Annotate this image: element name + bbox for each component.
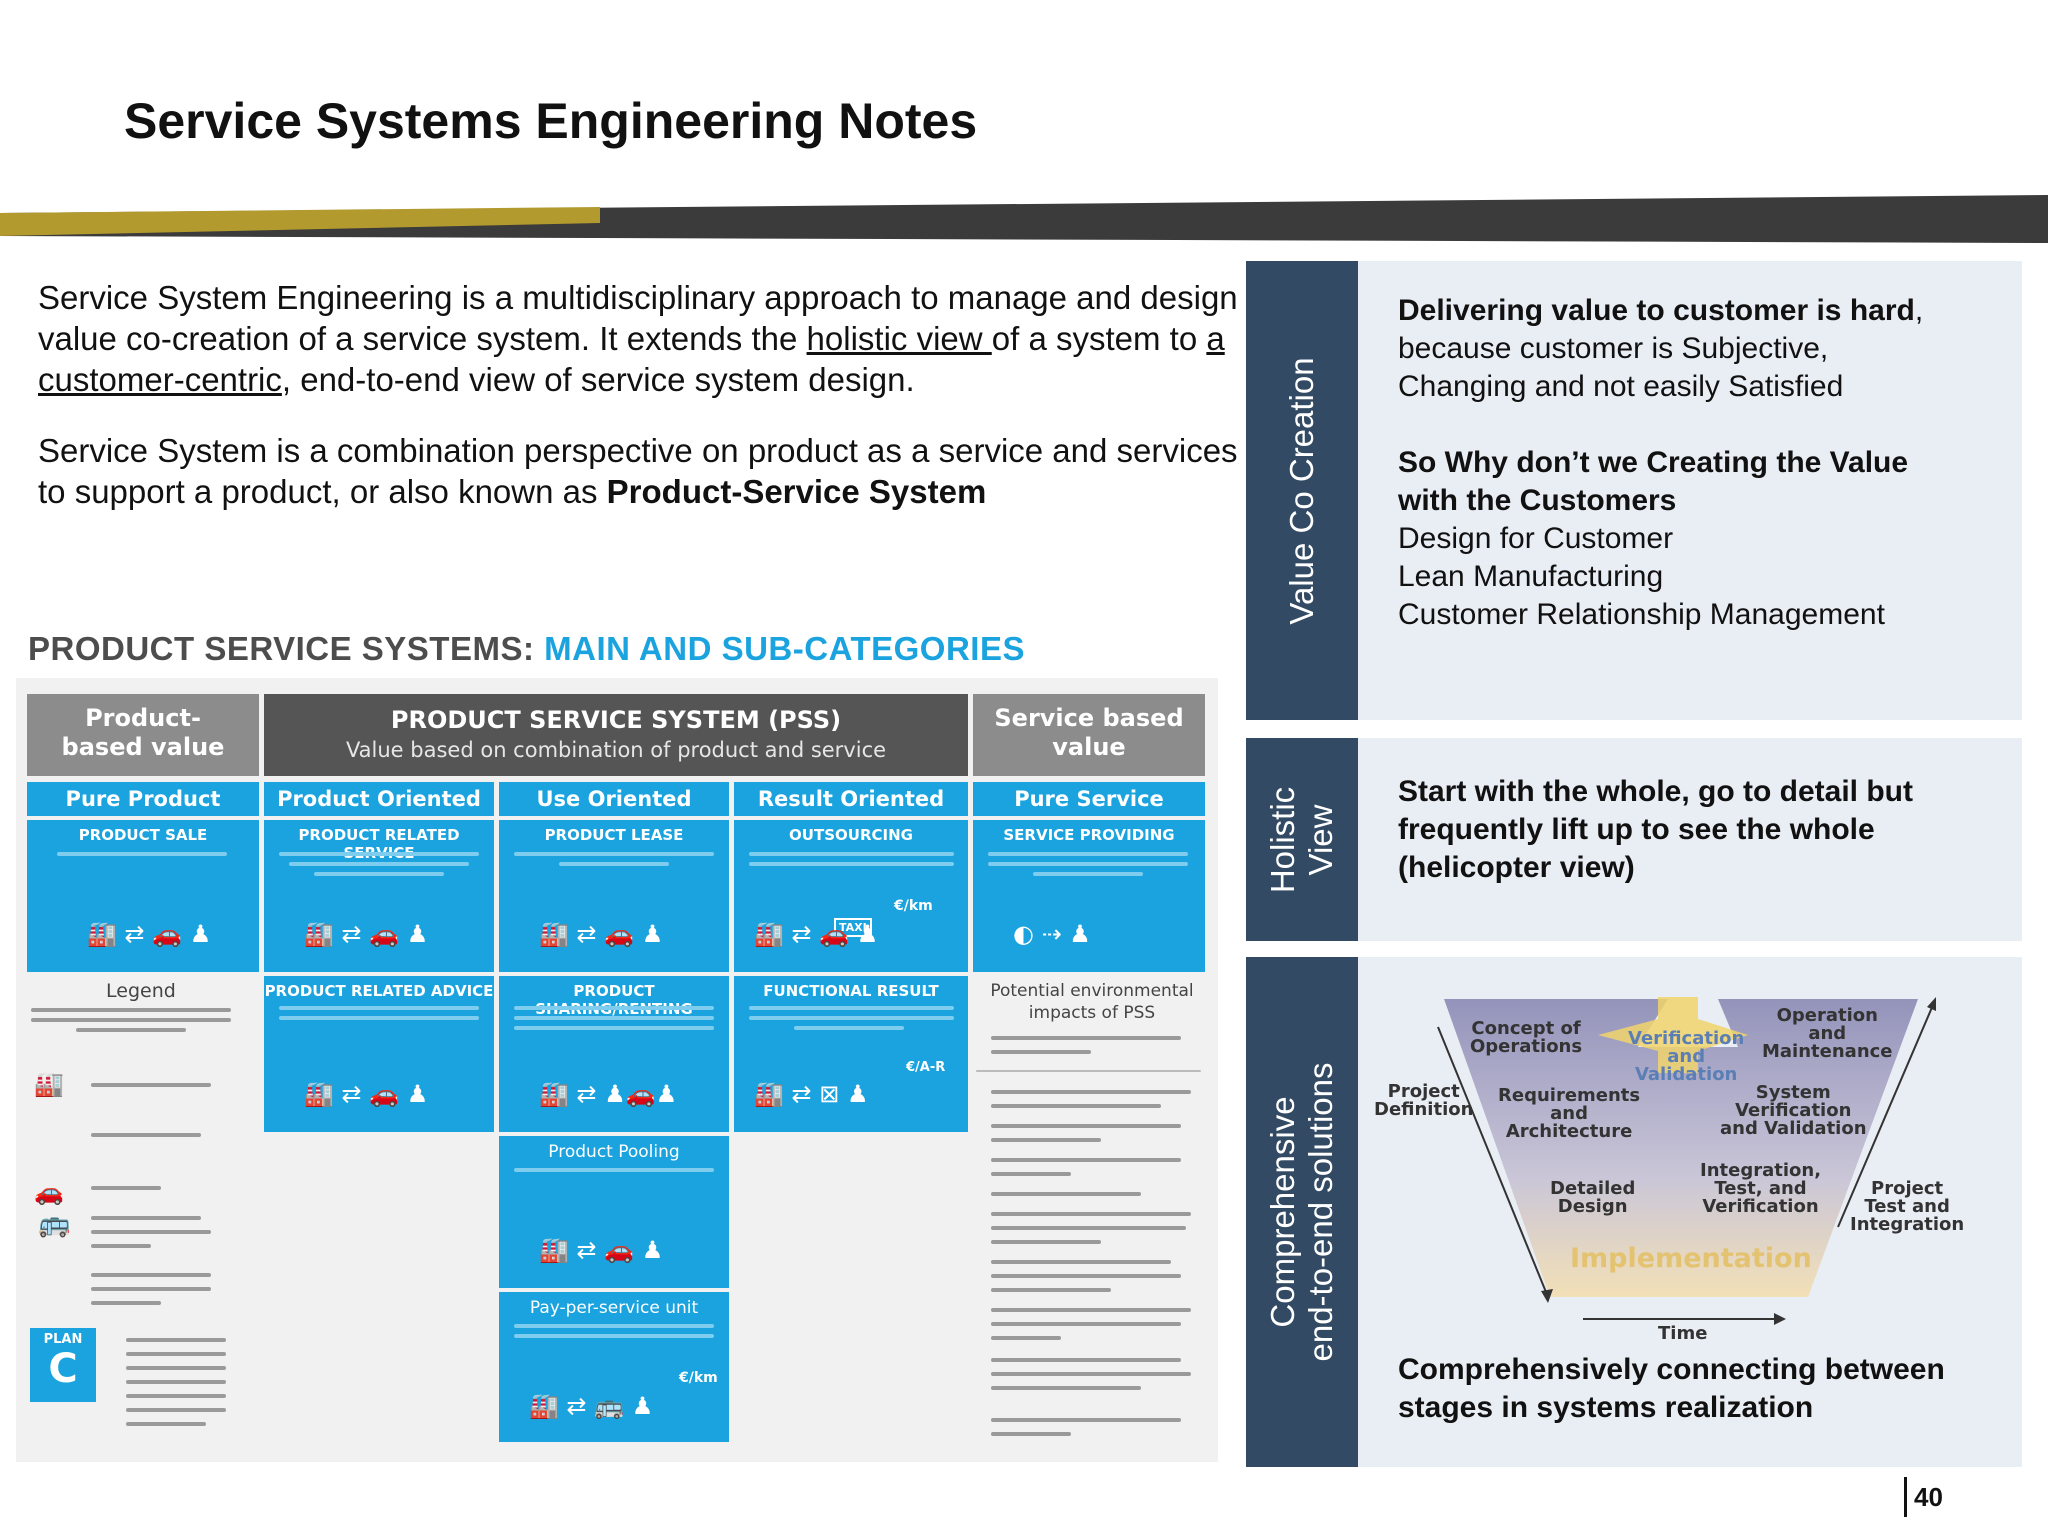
v-model-diagram bbox=[1437, 997, 1936, 1325]
panel-holistic-view bbox=[1358, 738, 2022, 941]
factory-icon: 🏭 bbox=[34, 1071, 64, 1098]
system-verification-validation-label: System Verification and Validation bbox=[1720, 1082, 1867, 1139]
requirements-architecture-label: Requirements and Architecture bbox=[1498, 1085, 1641, 1142]
holistic-view-text: Start with the whole, go to detail but f… bbox=[1398, 775, 1913, 884]
factory-car-people-icon: 🏭 ⇄ ♟🚗♟ bbox=[539, 1080, 678, 1108]
implementation-label: Implementation bbox=[1570, 1243, 1812, 1274]
slide-title: Service Systems Engineering Notes bbox=[124, 93, 978, 149]
pss-term: Product-Service System bbox=[606, 473, 987, 510]
value-co-creation-text: Delivering value to customer is hard, be… bbox=[1398, 294, 1924, 631]
product-based-value-header: Product- based value bbox=[27, 694, 259, 776]
factory-car-person-icon: 🏭 ⇄ 🚗 ♟ bbox=[304, 920, 429, 948]
customer-centric-link: a customer-centric bbox=[38, 320, 1225, 398]
panel-label-value-co-creation: Value Co Creation bbox=[1246, 261, 1358, 720]
verification-validation-label: Verification and Validation bbox=[1628, 1028, 1745, 1085]
intro-paragraph-1: Service System Engineering is a multidis… bbox=[38, 279, 1238, 398]
cell-outsourcing: OUTSOURCING €/km TAXI 🏭 ⇄ 🚗 ♟ bbox=[734, 820, 968, 972]
factory-car-person-icon: 🏭 ⇄ 🚗 ♟ bbox=[539, 1236, 664, 1264]
cell-product-sale: PRODUCT SALE 🏭 ⇄ 🚗 ♟ bbox=[27, 820, 259, 972]
service-based-value-header: Service based value bbox=[973, 694, 1205, 776]
cell-product-sharing-renting: PRODUCT SHARING/RENTING 🏭 ⇄ ♟🚗♟ bbox=[499, 976, 729, 1132]
taxi-icon: TAXI bbox=[834, 918, 872, 937]
factory-car-person-icon: 🏭 ⇄ ⊠ ♟ bbox=[754, 1080, 869, 1108]
integration-test-verification-label: Integration, Test, and Verification bbox=[1700, 1160, 1822, 1217]
subheader-result-oriented: Result Oriented bbox=[734, 782, 968, 816]
factory-car-person-icon: 🏭 ⇄ 🚗 ♟ bbox=[87, 920, 212, 948]
legend-title: Legend bbox=[106, 980, 176, 1002]
detailed-design-label: Detailed Design bbox=[1550, 1178, 1636, 1217]
subheader-pure-service: Pure Service bbox=[973, 782, 1205, 816]
cell-product-related-service: PRODUCT RELATED SERVICE 🏭 ⇄ 🚗 ♟ bbox=[264, 820, 494, 972]
price-per-km-label: €/km bbox=[894, 898, 933, 914]
factory-car-person-icon: 🏭 ⇄ 🚗 ♟ bbox=[304, 1080, 429, 1108]
pss-figure: Product- based value PRODUCT SERVICE SYS… bbox=[16, 678, 1218, 1462]
cell-product-related-advice: PRODUCT RELATED ADVICE 🏭 ⇄ 🚗 ♟ bbox=[264, 976, 494, 1132]
operation-maintenance-label: Operation and Maintenance bbox=[1762, 1005, 1893, 1062]
factory-car-person-icon: 🏭 ⇄ 🚗 ♟ bbox=[754, 920, 879, 948]
time-axis-label: Time bbox=[1658, 1323, 1708, 1344]
intro-paragraph-2: Service System is a combination perspect… bbox=[38, 432, 1238, 510]
price-per-unit-label: €/A-R bbox=[906, 1060, 946, 1075]
holistic-view-link: holistic view bbox=[806, 320, 992, 357]
page-number: 40 bbox=[1904, 1477, 1943, 1517]
pss-header: PRODUCT SERVICE SYSTEM (PSS) Value based… bbox=[264, 694, 968, 776]
cell-product-pooling: Product Pooling 🏭 ⇄ 🚗 ♟ bbox=[499, 1136, 729, 1288]
pss-figure-heading: PRODUCT SERVICE SYSTEMS: MAIN AND SUB-CA… bbox=[28, 630, 1025, 667]
subheader-product-oriented: Product Oriented bbox=[264, 782, 494, 816]
cell-functional-result: FUNCTIONAL RESULT €/A-R 🏭 ⇄ ⊠ ♟ bbox=[734, 976, 968, 1132]
cell-service-providing: SERVICE PROVIDING ◐ ⇢ ♟ bbox=[973, 820, 1205, 972]
cell-pay-per-service-unit: Pay-per-service unit €/km 🏭 ⇄ 🚌 ♟ bbox=[499, 1292, 729, 1442]
comprehensive-text: Comprehensively connecting between stage… bbox=[1398, 1353, 1945, 1424]
concept-of-operations-label: Concept of Operations bbox=[1470, 1018, 1583, 1057]
subheader-use-oriented: Use Oriented bbox=[499, 782, 729, 816]
subheader-pure-product: Pure Product bbox=[27, 782, 259, 816]
car-person-icon: 🚗 bbox=[34, 1179, 64, 1206]
project-definition-label: Project Definition bbox=[1374, 1081, 1474, 1120]
bus-icon: 🚌 bbox=[38, 1208, 71, 1238]
factory-bus-person-icon: 🏭 ⇄ 🚌 ♟ bbox=[529, 1392, 654, 1420]
plan-c-logo: PLAN C bbox=[30, 1328, 96, 1402]
service-hand-icon: ◐ ⇢ ♟ bbox=[1013, 920, 1091, 948]
cell-product-lease: PRODUCT LEASE 🏭 ⇄ 🚗 ♟ bbox=[499, 820, 729, 972]
project-test-integration-label: Project Test and Integration bbox=[1850, 1178, 1965, 1235]
panel-value-co-creation bbox=[1358, 261, 2022, 720]
env-impacts-title: Potential environmental impacts of PSS bbox=[990, 981, 1194, 1023]
title-underline-band bbox=[0, 195, 2048, 243]
factory-car-person-icon: 🏭 ⇄ 🚗 ♟ bbox=[539, 920, 664, 948]
